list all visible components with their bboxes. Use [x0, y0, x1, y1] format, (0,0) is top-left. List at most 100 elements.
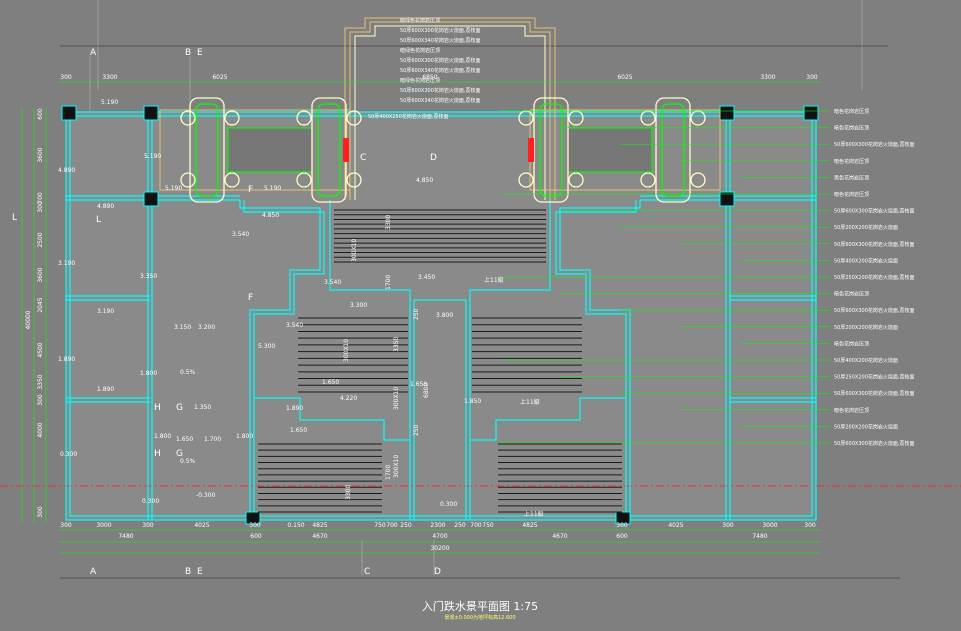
material-note-top: 50厚600X300花岗岩火烧面,荔枝面 [400, 27, 480, 34]
elevation-label: 4.890 [58, 167, 75, 174]
material-note-right: 暗色花岗岩压顶 [834, 407, 869, 414]
dimension-bottom: 7480 [752, 533, 767, 540]
gap-label: 上11級 [520, 398, 540, 406]
step-dimension: 3350 [393, 337, 400, 352]
material-note-right: 50厚600X300花岗岩火烧面,荔枝面 [834, 390, 914, 397]
dimension-bottom: 300 [142, 522, 154, 529]
dimension-bottom: 300 [616, 522, 628, 529]
material-note-right: 50厚400X200花岗岩火烧面 [834, 257, 898, 264]
elevation-label: 3.800 [436, 312, 453, 319]
dimension-bottom: 300 [804, 522, 816, 529]
dimension-bottom: 300 [722, 522, 734, 529]
grid-label: C [364, 567, 370, 577]
dimension-left: 2045 [37, 297, 44, 312]
elevation-label: 4.890 [97, 203, 114, 210]
dimension-top: 6025 [617, 74, 632, 81]
elevation-label: 3.540 [324, 279, 341, 286]
section-tag: F [248, 185, 253, 195]
section-tag: G [176, 449, 183, 459]
gap-label: 上11級 [484, 276, 504, 284]
note-leaders [500, 110, 830, 444]
material-note-right: 暗色花岗岩压顶 [834, 340, 869, 347]
dimension-bottom: 700 [470, 522, 482, 529]
dimension-bottom: 700 [386, 522, 398, 529]
elevation-label: -0.300 [196, 492, 216, 499]
dimension-bottom: 4700 [432, 533, 447, 540]
elevation-label: 1.890 [58, 356, 75, 363]
material-note-top: 50厚600X300花岗岩火烧面,荔枝面 [400, 57, 480, 64]
material-note-right: 暗色花岗岩压顶 [834, 191, 869, 198]
drawing-subtitle: 景观±0.000为地坪标高12.600 [444, 615, 516, 621]
cascade-steps [258, 209, 622, 513]
elevation-label: 1.350 [194, 404, 211, 411]
elevation-label: 1.650 [322, 379, 339, 386]
dimension-bottom: 750 [374, 522, 386, 529]
grid-label: A [90, 567, 97, 577]
dimension-bottom: 7480 [118, 533, 133, 540]
material-note-right: 暗色花岗岩压顶 [834, 125, 869, 132]
elevation-label: 3.540 [232, 231, 249, 238]
material-note-right: 暗色花岗岩压顶 [834, 158, 869, 165]
elevation-label: 3.190 [58, 260, 75, 267]
elevation-label: 5.190 [264, 185, 281, 192]
elevation-label: 3.450 [418, 274, 435, 281]
elevation-label: 5.300 [258, 343, 275, 350]
material-note-right: 50厚600X300花岗岩火烧面,荔枝面 [834, 208, 914, 215]
material-note-right: 50厚250X200花岗岩火烧面,荔枝面 [834, 374, 914, 381]
elevation-label: 4.850 [416, 177, 433, 184]
grid-label: E [197, 48, 203, 58]
elevation-label: 1.700 [204, 436, 221, 443]
step-dimension: 3300 [345, 485, 352, 500]
elevation-label: 5.190 [165, 185, 182, 192]
elevation-label: 3.190 [97, 308, 114, 315]
elevation-label: 0.300 [440, 501, 457, 508]
elevation-label: 3.540 [286, 322, 303, 329]
grid-label: E [197, 567, 203, 577]
material-note-right: 暗色花岗岩压顶 [834, 291, 869, 298]
dimension-left: 300 [37, 394, 44, 406]
dimension-bottom: 0.150 [287, 522, 304, 529]
dimension-left-total: 40000 [25, 310, 32, 329]
slope-label: 0.5% [180, 369, 196, 376]
step-dimension: 1700 [385, 465, 392, 480]
material-note-top: 50厚400X250花岗岩火烧面,荔枝面 [368, 113, 448, 120]
gap-label: 6800 [423, 383, 430, 398]
step-dimension: 300X10 [393, 387, 400, 410]
step-dimension: 300X10 [343, 339, 350, 362]
dimension-bottom: 250 [454, 522, 466, 529]
elevation-label: 3.350 [140, 273, 157, 280]
dimension-bottom: 600 [250, 533, 262, 540]
dimension-bottom: 4025 [194, 522, 209, 529]
grid-label: B [185, 567, 191, 577]
dimension-left: 700 [37, 192, 44, 204]
material-note-top: 50厚600X340花岗岩火烧面,荔枝面 [400, 67, 480, 74]
corner-columns [61, 105, 819, 525]
gate-pillars [180, 97, 706, 203]
dimension-bottom: 4825 [522, 522, 537, 529]
dimension-bottom: 300 [249, 522, 261, 529]
material-note-right: 暗色花岗岩压顶 [834, 108, 869, 115]
dimension-bottom: 4670 [552, 533, 567, 540]
dimension-bottom: 600 [616, 533, 628, 540]
dimension-bottom: 4825 [312, 522, 327, 529]
material-note-right: 50厚250X200花岗岩火烧面,荔枝面 [834, 274, 914, 281]
material-note-right: 50厚200X200花岗岩火烧面 [834, 423, 898, 430]
section-tag: G [176, 403, 183, 413]
drawing-title-text: 入门跌水景平面图 [421, 600, 510, 613]
elevation-label: 4.850 [262, 212, 279, 219]
dimension-top: 3300 [102, 74, 117, 81]
dimension-top: 300 [60, 74, 72, 81]
grid-label: B [185, 48, 191, 58]
section-tag: F [248, 293, 253, 303]
red-markers [343, 138, 534, 162]
dimension-left: 3350 [37, 374, 44, 389]
dimension-left: 2500 [37, 232, 44, 247]
dimension-left: 4500 [37, 342, 44, 357]
dimension-left: 300 [37, 506, 44, 518]
elevation-label: 0.300 [60, 451, 77, 458]
dimension-bottom: 3000 [762, 522, 777, 529]
elevation-label: 3.150 [174, 324, 191, 331]
material-note-right: 50厚600X300花岗岩火烧面,荔枝面 [834, 141, 914, 148]
